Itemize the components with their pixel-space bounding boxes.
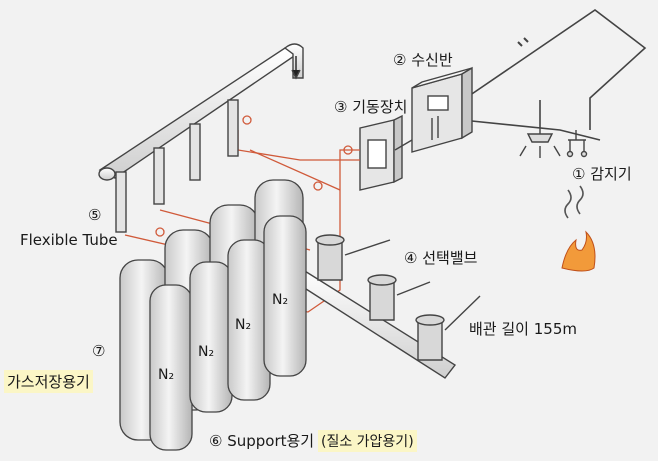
label-gas-storage-cylinder: 가스저장용기 bbox=[4, 370, 93, 393]
selection-valves bbox=[315, 234, 481, 361]
label-nitrogen-pressure-cylinder: (질소 가압용기) bbox=[318, 430, 417, 452]
label-pipe-length: 배관 길이 155m bbox=[469, 320, 577, 338]
label-flexible-tube: Flexible Tube bbox=[20, 231, 118, 249]
flexible-tubes bbox=[115, 99, 239, 233]
cylinder-label-n2: N₂ bbox=[158, 367, 175, 383]
label-support-cylinder: ⑥ Support용기 bbox=[209, 432, 315, 450]
control-panel bbox=[411, 66, 473, 153]
detector-icon bbox=[519, 128, 588, 158]
label-activation-device: ③ 기동장치 bbox=[334, 98, 408, 116]
label-selection-valve: ④ 선택밸브 bbox=[404, 249, 478, 267]
cylinder-label-n2: N₂ bbox=[272, 292, 289, 308]
label-storage-number: ⑦ bbox=[92, 342, 106, 360]
activation-device bbox=[359, 114, 413, 191]
nitrogen-cylinders bbox=[149, 215, 307, 451]
label-receiver-panel: ② 수신반 bbox=[393, 51, 453, 69]
header-pipe bbox=[98, 43, 304, 181]
label-detector: ① 감지기 bbox=[572, 165, 632, 183]
signal-line bbox=[461, 9, 647, 141]
fire-icon bbox=[561, 185, 596, 272]
label-flexible-tube-number: ⑤ bbox=[88, 206, 102, 224]
cylinder-label-n2: N₂ bbox=[235, 317, 252, 333]
cylinder-label-n2: N₂ bbox=[198, 344, 215, 360]
